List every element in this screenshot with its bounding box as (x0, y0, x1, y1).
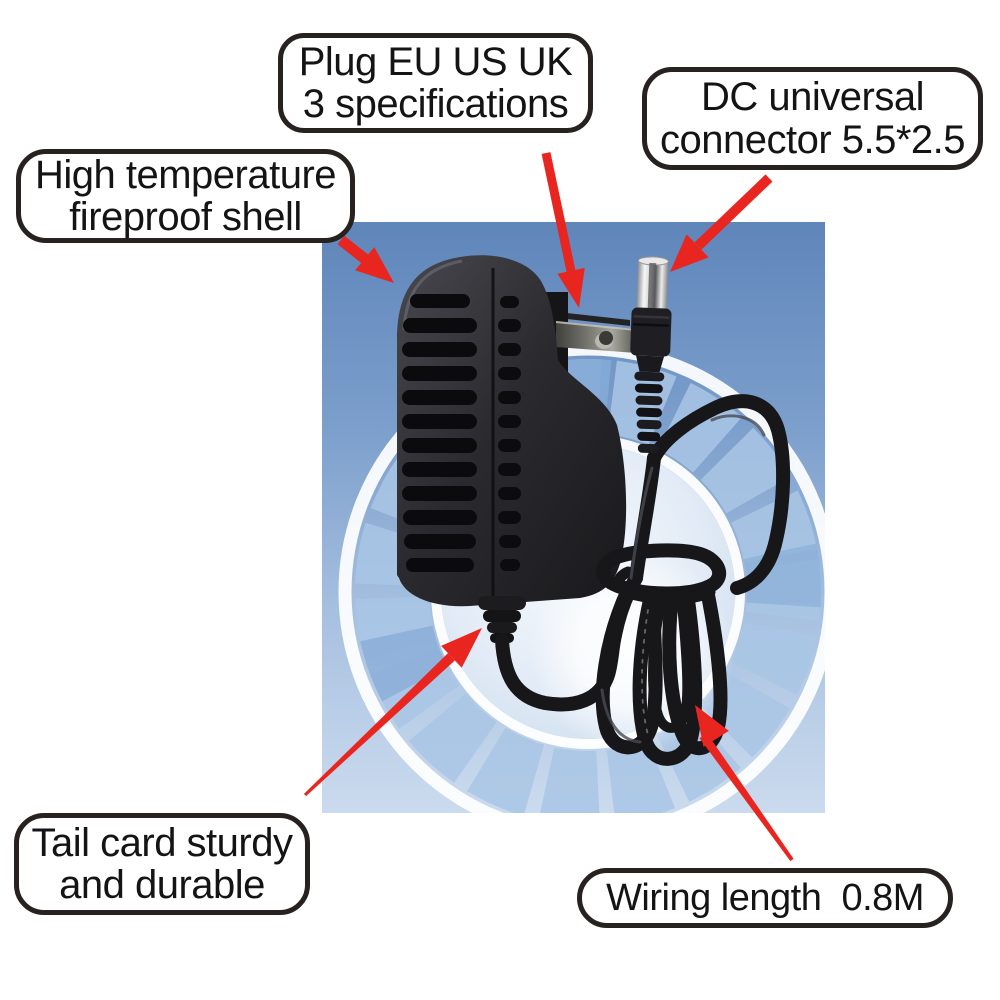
arrow-to-plug (541, 152, 585, 308)
shell-highlight (402, 259, 463, 331)
callout-text: and durable (59, 863, 265, 907)
dc-plug-barrel (630, 307, 672, 454)
power-cable (495, 394, 791, 766)
callout-wiring-length: Wiring length 0.8M (577, 868, 953, 928)
us-plug-blade-rear (558, 312, 630, 326)
callout-text: connector 5.5*2.5 (659, 117, 966, 162)
callout-text: Plug EU US UK (298, 39, 573, 84)
callout-text: fireproof shell (69, 195, 302, 239)
arrow-to-wiring (695, 705, 794, 862)
arrow-to-dc-connector (670, 174, 773, 272)
callout-plug-specifications: Plug EU US UK 3 specifications (278, 33, 593, 133)
cable-loop-middle (632, 593, 703, 766)
us-plug-blade (555, 321, 637, 353)
cable-print (641, 609, 649, 736)
callout-dc-connector: DC universal connector 5.5*2.5 (642, 67, 983, 170)
arrow-to-shell (337, 235, 394, 283)
power-adapter-body (397, 255, 627, 643)
dc-connector (630, 256, 672, 454)
arrow-to-tail-card (303, 628, 482, 797)
callout-text: 3 specifications (302, 82, 569, 126)
ventilation-ribs (402, 294, 477, 572)
callout-text: Tail card sturdy (31, 820, 293, 865)
callout-text: Wiring length 0.8M (606, 876, 924, 919)
callout-tail-card: Tail card sturdy and durable (14, 813, 310, 915)
edge-vent-slots (498, 296, 521, 571)
cable-loop-right (662, 583, 728, 756)
cable-knot (596, 543, 727, 605)
callout-text: High temperature (34, 152, 337, 197)
callout-text: DC universal (701, 75, 924, 120)
callout-fireproof-shell: High temperature fireproof shell (16, 149, 355, 243)
dc-plug-metal-tip (636, 256, 669, 313)
callout-arrows (303, 152, 794, 862)
